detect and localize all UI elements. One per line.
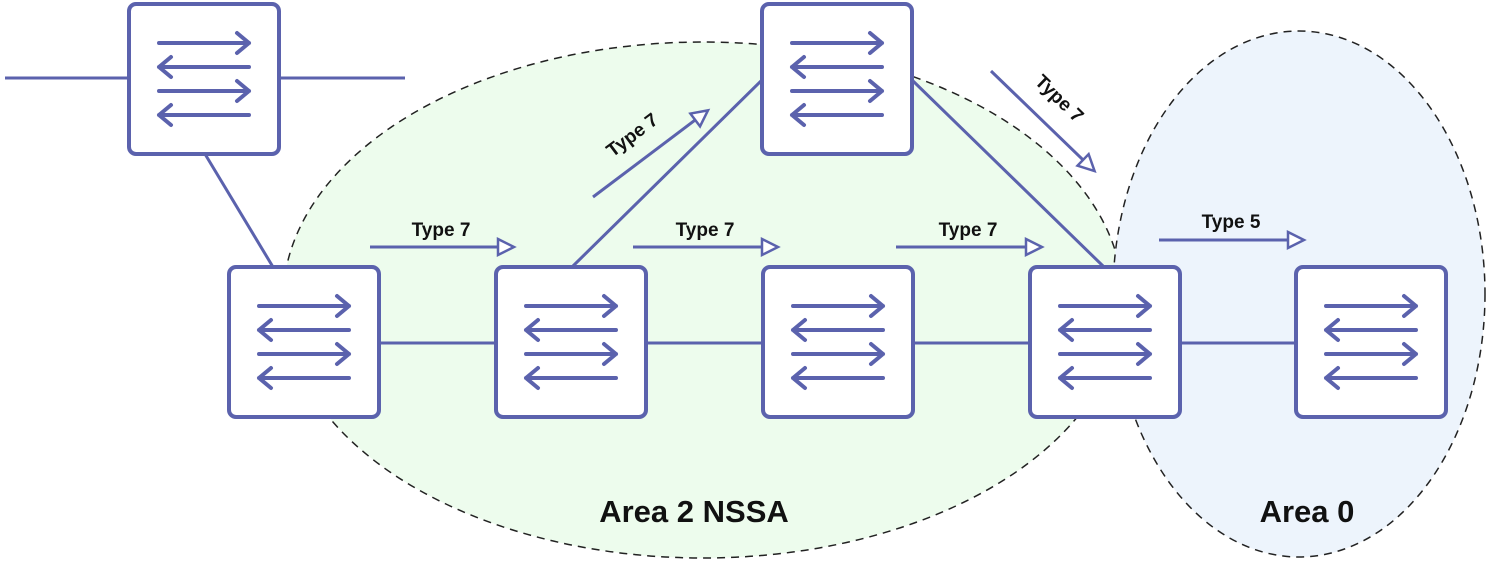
lsa-arrow-type5 xyxy=(1159,229,1307,251)
area-nssa-label: Area 2 NSSA xyxy=(599,494,789,529)
link-top-abr xyxy=(910,78,1105,268)
router-nssa-3[interactable] xyxy=(761,265,915,419)
lsa-arrow-type7-2 xyxy=(633,236,781,258)
lsa-label-type7-3: Type 7 xyxy=(939,220,998,241)
lsa-label-type7-1: Type 7 xyxy=(412,220,471,241)
lsa-label-type5: Type 5 xyxy=(1202,212,1261,233)
lsa-arrow-type7-3 xyxy=(896,236,1045,258)
router-asbr[interactable] xyxy=(227,265,381,419)
router-area0[interactable] xyxy=(1294,265,1448,419)
link-nssa2-top xyxy=(571,78,764,268)
lsa-label-type7-2: Type 7 xyxy=(676,220,735,241)
link-external-asbr xyxy=(203,153,275,268)
lsa-arrow-type7-1 xyxy=(370,236,517,258)
area-backbone-label: Area 0 xyxy=(1260,494,1355,529)
router-abr[interactable] xyxy=(1028,265,1182,419)
lsa-arrow-type7-diag-down xyxy=(989,69,1097,173)
router-nssa-top[interactable] xyxy=(760,2,914,156)
router-nssa-2[interactable] xyxy=(494,265,648,419)
lsa-arrow-type7-diag-up xyxy=(592,108,711,199)
router-external[interactable] xyxy=(127,2,281,156)
